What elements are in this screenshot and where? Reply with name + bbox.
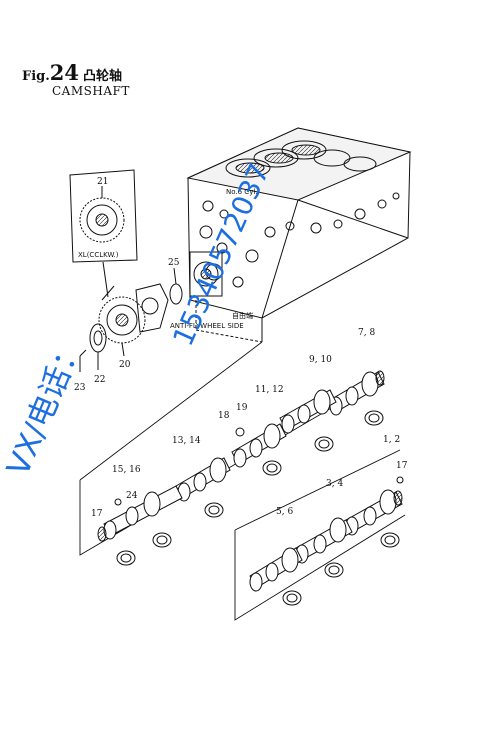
figure-prefix: Fig.	[22, 69, 50, 84]
callout-17-left: 17	[91, 509, 103, 519]
figure-subtitle: CAMSHAFT	[52, 84, 130, 98]
callout-21: 21	[97, 177, 108, 187]
callout-20: 20	[119, 360, 131, 370]
gear-detail-box	[69, 169, 138, 263]
block-label-cn: 自由端	[232, 311, 253, 320]
cylinder-label: No.6 Cyl.	[226, 188, 258, 196]
callout-25: 25	[168, 258, 180, 268]
callout-15-16: 15, 16	[112, 465, 141, 475]
watermark-contact-prefix: VX/电话：	[0, 333, 90, 481]
callout-1-2: 1, 2	[383, 435, 400, 445]
callout-11-12: 11, 12	[255, 385, 284, 395]
camshaft-segment-9-10	[279, 389, 337, 452]
camshaft-segment-5-6	[249, 547, 303, 606]
camshaft-segment-1-2	[345, 476, 404, 548]
camshaft-segment-11-12	[231, 423, 287, 476]
camshaft-segment-15-16	[97, 485, 183, 566]
callout-13-14: 13, 14	[172, 436, 201, 446]
callout-3-4: 3, 4	[326, 479, 343, 489]
callout-17-right: 17	[396, 461, 408, 471]
callout-19: 19	[236, 403, 248, 413]
callout-5-6: 5, 6	[276, 507, 293, 517]
callout-23: 23	[74, 383, 86, 393]
camshaft-segment-7-8	[329, 370, 385, 426]
assembly-frame	[79, 341, 406, 621]
camshaft-segment-13-14	[175, 457, 231, 518]
callout-9-10: 9, 10	[309, 355, 332, 365]
engine-block	[186, 127, 412, 343]
figure-title-cn: 凸轮轴	[83, 69, 123, 84]
callout-22: 22	[94, 375, 105, 385]
figure-number: 24	[49, 60, 80, 85]
callout-7-8: 7, 8	[358, 328, 375, 338]
gear-rotation-note: XL(CCLKW.)	[78, 251, 119, 259]
idler-gear-assembly	[79, 261, 183, 372]
camshaft-segment-3-4	[295, 517, 353, 578]
callout-24: 24	[126, 491, 138, 501]
callout-18: 18	[218, 411, 230, 421]
block-label-en: ANTI-FLYWHEEL SIDE	[170, 322, 244, 330]
